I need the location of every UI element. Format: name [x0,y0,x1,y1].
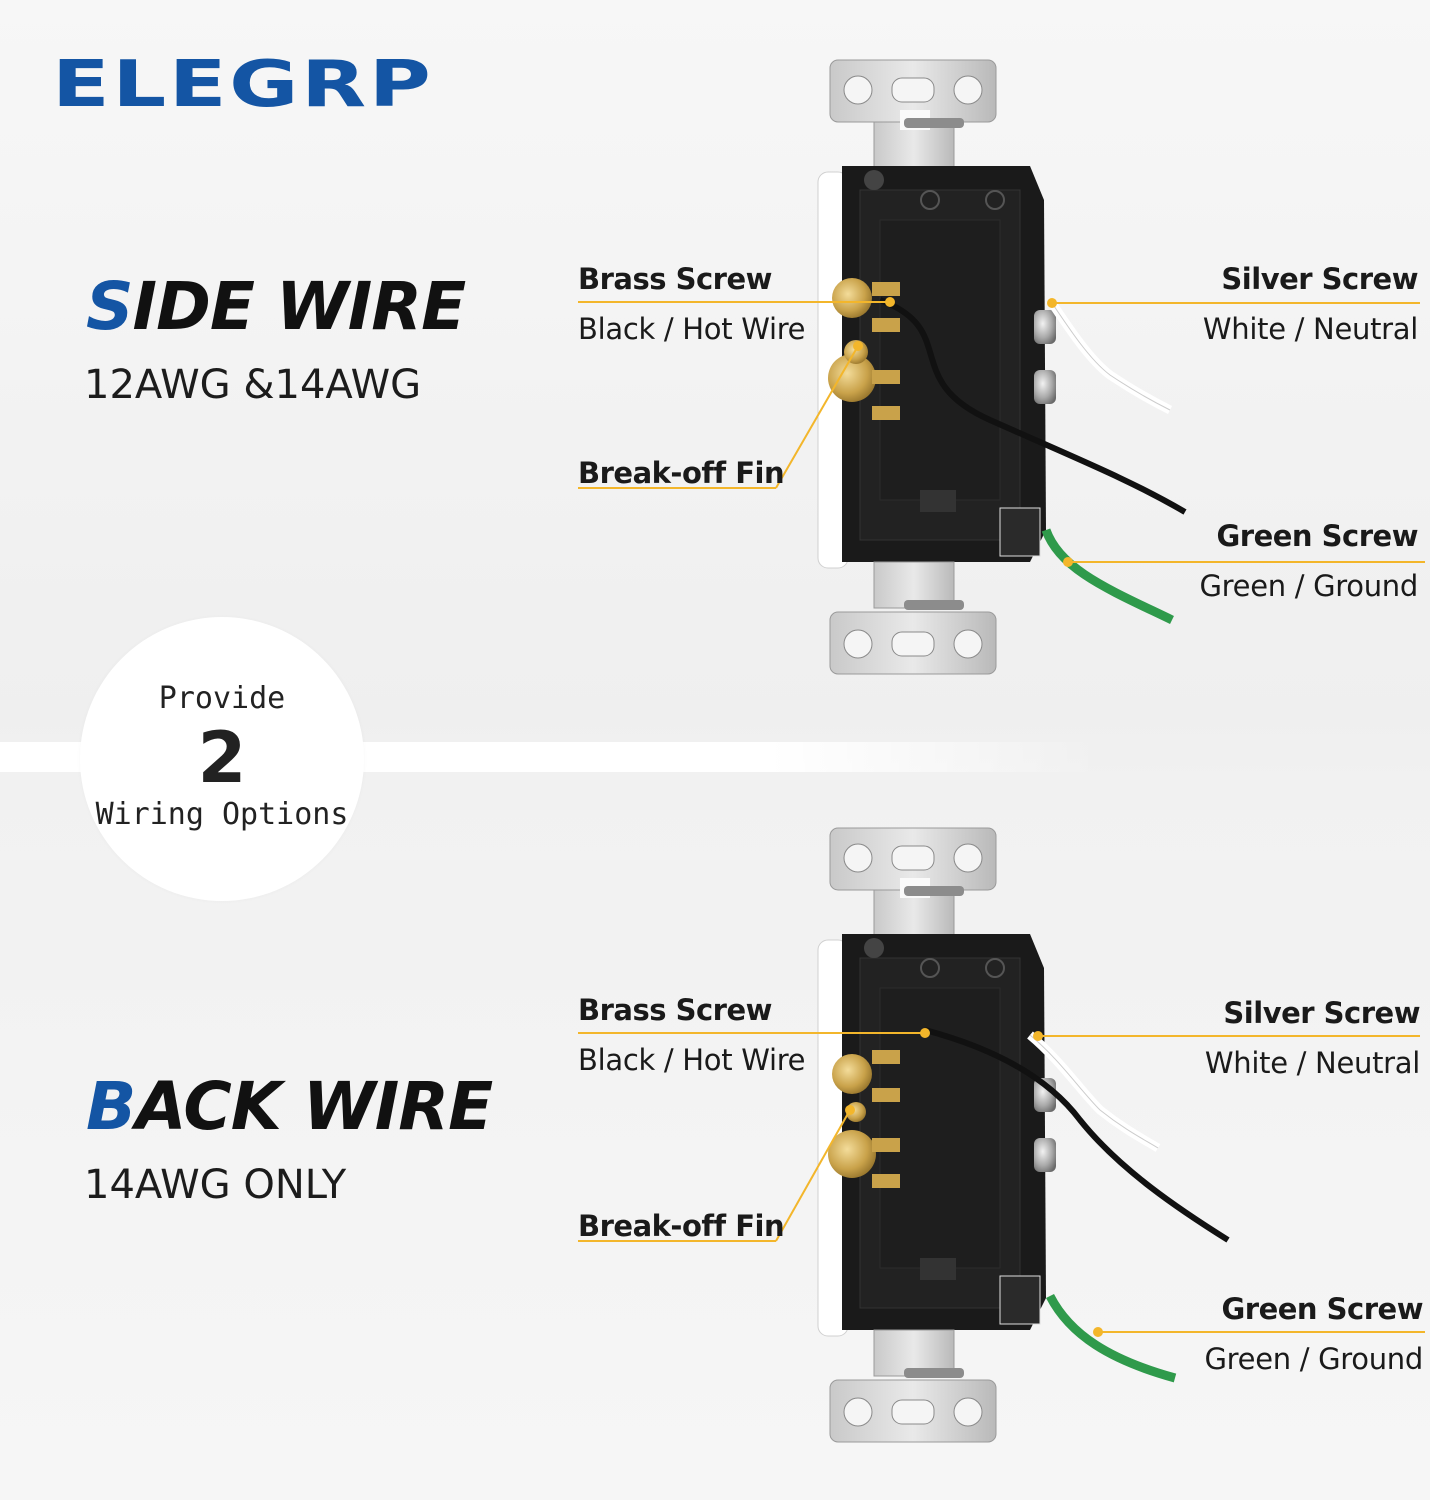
side-green-ground-label: Green / Ground [1199,569,1419,603]
back-green-ground-label: Green / Ground [1204,1342,1424,1376]
elegrp-logo: ELEGRP [52,48,434,122]
back-black-hot-label: Black / Hot Wire [578,1043,806,1077]
back-wire-title: BACK WIRE [86,1068,493,1145]
badge-bottom-text: Wiring Options [95,797,349,832]
side-wire-title: SIDE WIRE [86,268,466,345]
back-white-neutral-label: White / Neutral [1204,1046,1420,1080]
side-brass-screw-label: Brass Screw [578,262,772,296]
back-break-off-fin-label: Break-off Fin [578,1209,785,1243]
back-silver-screw-label: Silver Screw [1223,996,1420,1030]
badge-top-text: Provide [158,681,286,716]
side-white-neutral-label: White / Neutral [1202,312,1418,346]
side-black-hot-label: Black / Hot Wire [578,312,806,346]
back-green-screw-label: Green Screw [1221,1292,1423,1326]
side-break-off-fin-label: Break-off Fin [578,456,785,490]
side-green-screw-label: Green Screw [1216,519,1418,553]
back-brass-screw-label: Brass Screw [578,993,772,1027]
wiring-options-badge: Provide 2 Wiring Options [80,617,364,901]
back-wire-subtitle: 14AWG ONLY [84,1162,347,1208]
side-wire-subtitle: 12AWG &14AWG [84,362,422,408]
badge-number: 2 [197,717,247,799]
side-silver-screw-label: Silver Screw [1221,262,1418,296]
